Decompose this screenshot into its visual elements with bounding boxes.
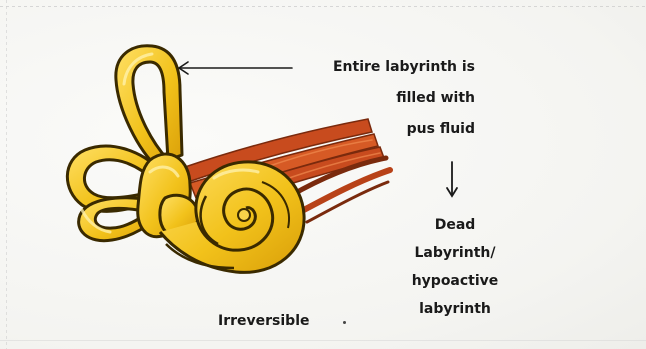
outcome-label-line: Dead [395,211,515,239]
fluid-label-line: pus fluid [300,114,475,145]
down-arrow [447,162,457,196]
outcome-label: Dead Labyrinth/ hypoactive labyrinth [395,211,515,323]
labyrinth [67,46,304,273]
pointer-arrow [179,62,292,74]
outcome-label-line: hypoactive [395,267,515,295]
fluid-label: Entire labyrinth is filled with pus flui… [300,52,475,145]
outcome-label-line: labyrinth [395,295,515,323]
fluid-label-line: Entire labyrinth is [300,52,475,83]
cochlea-apex [238,209,250,221]
outcome-label-line: Labyrinth/ [395,239,515,267]
irreversible-label: Irreversible [218,306,310,337]
stray-dot [343,321,346,324]
fluid-label-line: filled with [300,83,475,114]
